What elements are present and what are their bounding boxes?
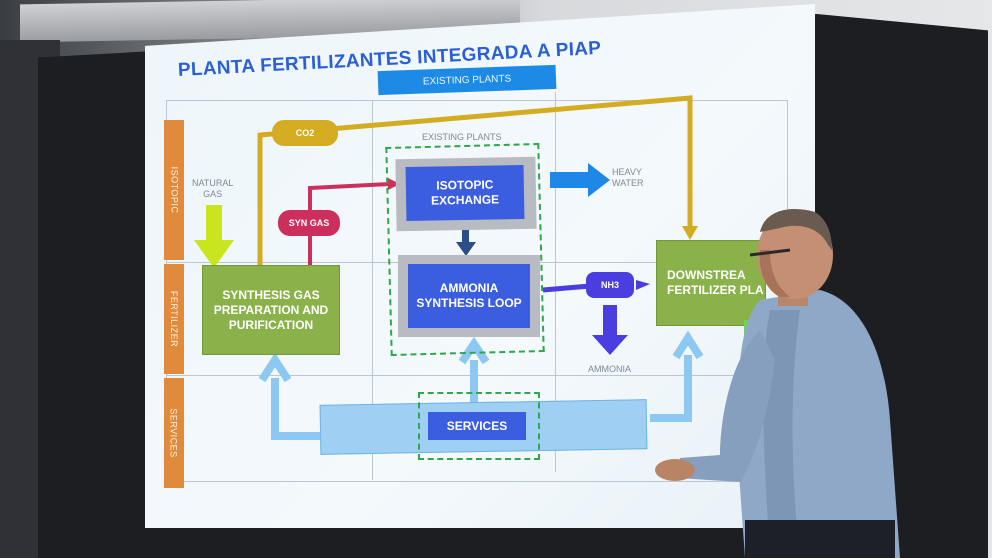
services-to-downstream-arrow [650,330,704,422]
nh3-to-downstream-arrow [636,280,650,290]
ammonia-product-arrow [592,305,628,355]
presenter-hair [760,209,832,250]
ammonia-line-1: AMMONIA [439,281,499,295]
downstream-line-1: DOWNSTREA [667,268,746,282]
ammonia-product-label: AMMONIA [588,364,632,374]
presenter-head [757,211,833,299]
services-to-synthesis-arrow [258,352,292,440]
heavy-water-label: HEAVY WATER [612,167,644,188]
presenter-glasses [749,248,791,257]
row-label-services: SERVICES [164,378,184,488]
co2-pill: CO2 [272,120,338,146]
downstream-fertilizer-box: DOWNSTREA FERTILIZER PLA [656,240,766,326]
presenter-arm [678,330,775,482]
synthesis-line-2: PREPARATION AND [213,302,329,317]
row-label-isotopic: ISOTOPIC [164,120,184,260]
co2-arrowhead [682,226,698,240]
synthesis-line-3: PURIFICATION [228,317,314,332]
ammonia-line-2: SYNTHESIS LOOP [416,296,522,310]
services-existing-boundary [418,392,540,460]
syn-gas-line [308,182,391,265]
downstream-line-2: FERTILIZER PLA [667,283,764,297]
natural-gas-label: NATURAL GAS [192,178,234,199]
presenter-face-shade [759,250,790,297]
services-box: SERVICES [428,412,526,440]
ammonia-synthesis-loop-box: AMMONIA SYNTHESIS LOOP [408,264,530,328]
synthesis-gas-box: SYNTHESIS GAS PREPARATION AND PURIFICATI… [202,265,340,355]
services-to-ammonia-arrow [458,336,490,408]
isotopic-to-ammonia-arrowhead [456,242,476,256]
synthesis-line-1: SYNTHESIS GAS [222,287,320,302]
nh3-pill: NH3 [586,272,634,298]
grid-col-divider-2 [555,92,556,472]
syn-gas-arrowhead [388,178,400,190]
grid-col-divider-1 [372,100,373,480]
isotopic-to-ammonia-shaft [462,228,469,244]
presenter-trousers [745,520,895,558]
presenter-hand [655,459,695,481]
ammonia-to-nh3-line [542,283,591,293]
co2-line [257,95,693,270]
natural-gas-arrow [194,205,234,268]
heavy-water-arrow [550,163,610,197]
syn-gas-pill: SYN GAS [278,210,340,236]
row-label-fertilizer: FERTILIZER [164,264,184,374]
existing-plants-inner-label: EXISTING PLANTS [422,132,502,142]
